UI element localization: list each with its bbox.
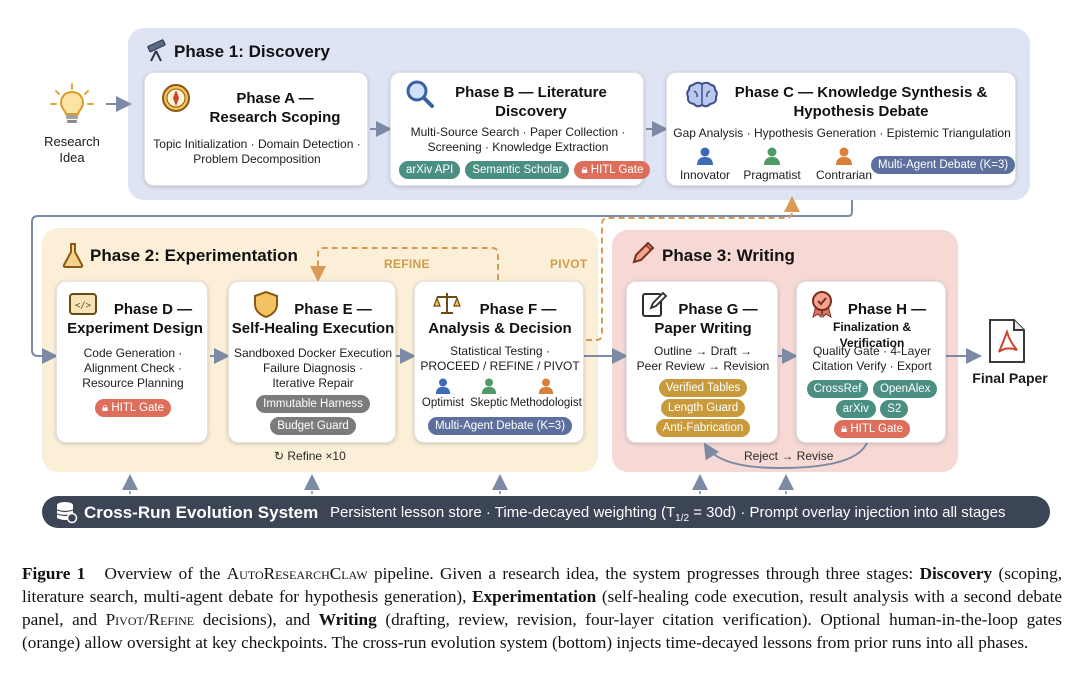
refresh-icon: ↻: [274, 449, 288, 463]
tag-budget-guard: Budget Guard: [270, 417, 356, 435]
tag-hitl-gate-d: 🔒︎ HITL Gate: [95, 399, 171, 417]
tag-hitl-gate-b: 🔒︎ HITL Gate: [574, 161, 651, 179]
lightbulb-icon: [48, 82, 96, 126]
tag-openalex: OpenAlex: [872, 380, 938, 398]
phase-c-title: Phase C — Knowledge Synthesis & Hypothes…: [734, 84, 988, 120]
agent-pragmatist: Pragmatist: [735, 147, 809, 182]
phase-d-tags: 🔒︎ HITL Gate: [57, 398, 209, 417]
award-icon: [809, 290, 835, 319]
shield-icon: [253, 290, 279, 319]
phase-d-title: Phase D — Experiment Design: [67, 301, 203, 337]
evolution-title: Cross-Run Evolution System: [84, 503, 319, 522]
phase3-title: Phase 3: Writing: [662, 246, 795, 265]
phase-g-description: Outline → Draft → Peer Review → Revision: [636, 344, 770, 373]
tag-anti-fabrication: Anti-Fabrication: [655, 419, 751, 437]
phase-c-card[interactable]: Phase C — Knowledge Synthesis & Hypothes…: [666, 72, 1016, 186]
agent-optimist: Optimist: [417, 378, 469, 409]
phase-c-debate-badge: Multi-Agent Debate (K=3): [871, 155, 1016, 174]
phase-e-title: Phase E — Self-Healing Execution: [231, 301, 395, 337]
phase1-title: Phase 1: Discovery: [174, 42, 330, 61]
phase-h-card[interactable]: Phase H — Finalization & Verification Qu…: [796, 281, 946, 443]
phase-e-card[interactable]: Phase E — Self-Healing Execution Sandbox…: [228, 281, 396, 443]
phase-b-title: Phase B — Literature Discovery: [455, 84, 607, 120]
tag-immutable-harness: Immutable Harness: [256, 395, 370, 413]
agent-skeptic: Skeptic: [465, 378, 513, 409]
phase-b-card[interactable]: Phase B — Literature Discovery Multi-Sou…: [390, 72, 651, 186]
database-icon: [54, 500, 78, 524]
phase2-title: Phase 2: Experimentation: [90, 246, 298, 265]
research-idea-label: Research Idea: [44, 134, 100, 165]
reject-revise-label: Reject → Revise: [744, 449, 834, 463]
magnifier-icon: [405, 79, 435, 109]
agent-methodologist: Methodologist: [509, 378, 583, 409]
tag-arxiv: arXiv: [835, 400, 876, 418]
tag-length-guard: Length Guard: [660, 399, 746, 417]
tag-s2: S2: [880, 400, 909, 418]
phase-g-title: Phase G — Paper Writing: [654, 301, 758, 337]
phase-h-tags: CrossRef OpenAlex arXiv S2 🔒︎ HITL Gate: [797, 378, 947, 438]
evolution-description: Persistent lesson store · Time-decayed w…: [330, 504, 1006, 524]
phase-d-description: Code Generation · Alignment Check · Reso…: [82, 346, 184, 390]
phase-g-card[interactable]: Phase G — Paper Writing Outline → Draft …: [626, 281, 778, 443]
phase-f-title: Phase F — Analysis & Decision: [428, 301, 572, 337]
phase-e-description: Sandboxed Docker Execution Failure Diagn…: [233, 346, 393, 390]
tag-verified-tables: Verified Tables: [658, 379, 748, 397]
phase-f-card[interactable]: Phase F — Analysis & Decision Statistica…: [414, 281, 584, 443]
pivot-label: PIVOT: [550, 257, 588, 271]
flask-icon: [62, 242, 84, 268]
refine-loop-label: ↻ Refine ×10: [274, 449, 346, 463]
phase-a-title: Phase A — Research Scoping: [209, 90, 341, 126]
edit-doc-icon: [641, 290, 668, 318]
person-icon: [435, 378, 451, 394]
svg-text:</>: </>: [75, 301, 92, 311]
agent-contrarian: Contrarian: [807, 147, 881, 182]
brain-icon: [685, 79, 719, 109]
tag-crossref: CrossRef: [806, 380, 869, 398]
lock-icon: 🔒︎: [102, 402, 112, 414]
lock-icon: 🔒︎: [841, 423, 851, 435]
phase-h-title: Phase H — Finalization & Verification: [833, 301, 927, 350]
person-icon: [481, 378, 497, 394]
person-icon: [538, 378, 554, 394]
figure-caption: Figure 1 Overview of the AutoResearchCla…: [22, 564, 1062, 652]
pencil-icon: [630, 240, 656, 266]
tag-hitl-gate-h: 🔒︎ HITL Gate: [834, 420, 910, 438]
final-paper-label: Final Paper: [972, 370, 1048, 386]
caption-label: Figure 1: [22, 564, 86, 583]
phase-a-card[interactable]: Phase A — Research Scoping Topic Initial…: [144, 72, 368, 186]
compass-icon: [161, 83, 191, 113]
phase-b-tags: arXiv API Semantic Scholar 🔒︎ HITL Gate: [399, 161, 651, 179]
evolution-bar: [42, 496, 1050, 528]
telescope-icon: [144, 37, 170, 63]
agent-innovator: Innovator: [673, 147, 737, 182]
phase-f-debate-badge: Multi-Agent Debate (K=3): [415, 416, 585, 435]
tag-semantic-scholar: Semantic Scholar: [465, 161, 570, 179]
phase-h-description: Quality Gate · 4-Layer Citation Verify ·…: [812, 344, 932, 373]
phase-g-tags: Verified Tables Length Guard Anti-Fabric…: [627, 378, 779, 437]
code-icon: </>: [69, 292, 97, 316]
person-icon: [697, 147, 713, 165]
phase-f-description: Statistical Testing · PROCEED / REFINE /…: [420, 344, 580, 373]
phase-a-description: Topic Initialization · Domain Detection …: [153, 137, 361, 166]
phase-d-card[interactable]: </> Phase D — Experiment Design Code Gen…: [56, 281, 208, 443]
scale-icon: [433, 290, 461, 316]
person-icon: [764, 147, 780, 165]
phase-e-tags: Immutable Harness Budget Guard: [229, 394, 397, 435]
pdf-doc-icon: [988, 318, 1026, 364]
lock-icon: 🔒︎: [581, 164, 591, 176]
refine-label: REFINE: [384, 257, 430, 271]
phase-b-description: Multi-Source Search · Paper Collection ·…: [410, 125, 626, 154]
tag-arxiv-api: arXiv API: [399, 161, 461, 179]
phase-c-description: Gap Analysis · Hypothesis Generation · E…: [673, 126, 1011, 140]
person-icon: [836, 147, 852, 165]
